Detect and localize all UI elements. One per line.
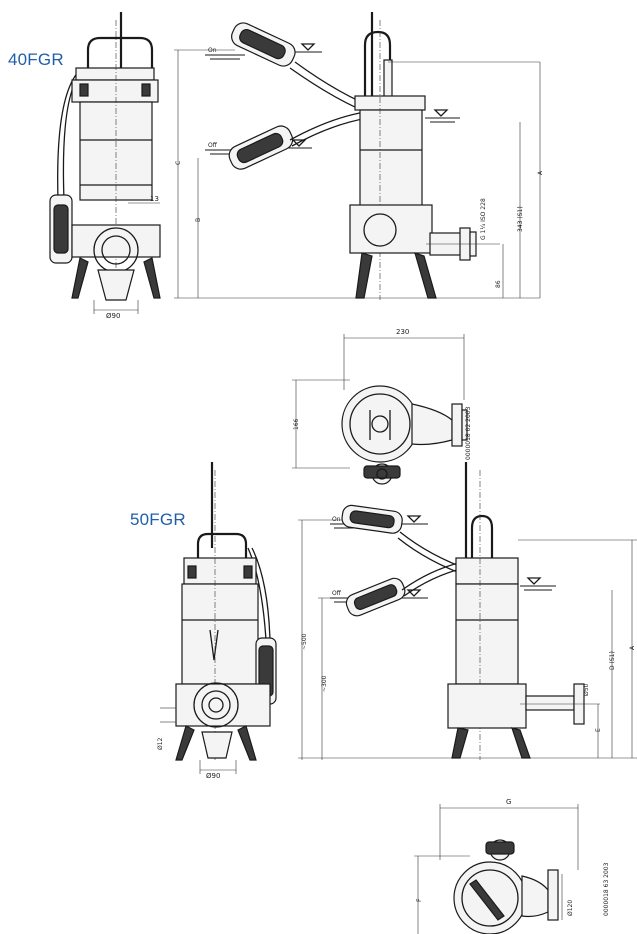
code-50: 0000018 63 2003 <box>603 862 610 916</box>
dim-50-ds1: D (S1) <box>609 651 616 670</box>
dim-40-d166: 166 <box>293 418 300 430</box>
dim-50-d120: Ø120 <box>567 900 574 916</box>
level-50-off: Off <box>332 590 342 597</box>
dim-40-13: 13 <box>150 195 159 203</box>
dim-50-d50: Ø50 <box>583 683 590 696</box>
level-40-off: Off <box>208 142 218 149</box>
pump-50-side-view: ~500 ~300 On Off <box>298 462 637 760</box>
dim-40-b: B <box>195 218 202 222</box>
dim-40-d90: Ø90 <box>106 312 120 320</box>
dim-50-d90: Ø90 <box>206 772 220 780</box>
model-label-50fgr: 50FGR <box>130 510 186 529</box>
dim-40-d86: 86 <box>495 280 502 288</box>
dim-40-d230: 230 <box>396 328 409 336</box>
dim-40-g114: G 1¼ ISO 228 <box>480 198 487 240</box>
dim-40-c: C <box>175 161 182 165</box>
dim-50-d12: Ø12 <box>157 737 164 750</box>
pump-40-front-view: 13 Ø90 <box>49 12 161 320</box>
dim-40-s343: 343 (S1) <box>517 206 524 232</box>
dim-50-e: E <box>595 728 602 732</box>
dim-50-d500: ~500 <box>301 633 308 650</box>
level-40-on: On <box>208 47 217 54</box>
pump-50-front-view: Ø12 Ø90 <box>157 462 277 780</box>
dim-40-a: A <box>537 170 544 175</box>
pump-50-top-view: G F Ø120 0000018 63 2003 <box>414 798 610 934</box>
code-40: 0000018 02 2003 <box>465 406 472 460</box>
level-50-on: On <box>332 516 341 523</box>
dim-50-a: A <box>629 645 636 650</box>
dim-50-g: G <box>506 798 511 806</box>
pump-40-top-view: 230 166 0000018 02 2003 <box>292 328 472 485</box>
dim-50-f: F <box>416 898 423 902</box>
dim-50-d300: ~300 <box>321 675 328 692</box>
pump-40-side-view: C B On Off <box>174 12 544 300</box>
model-label-40fgr: 40FGR <box>8 50 64 69</box>
